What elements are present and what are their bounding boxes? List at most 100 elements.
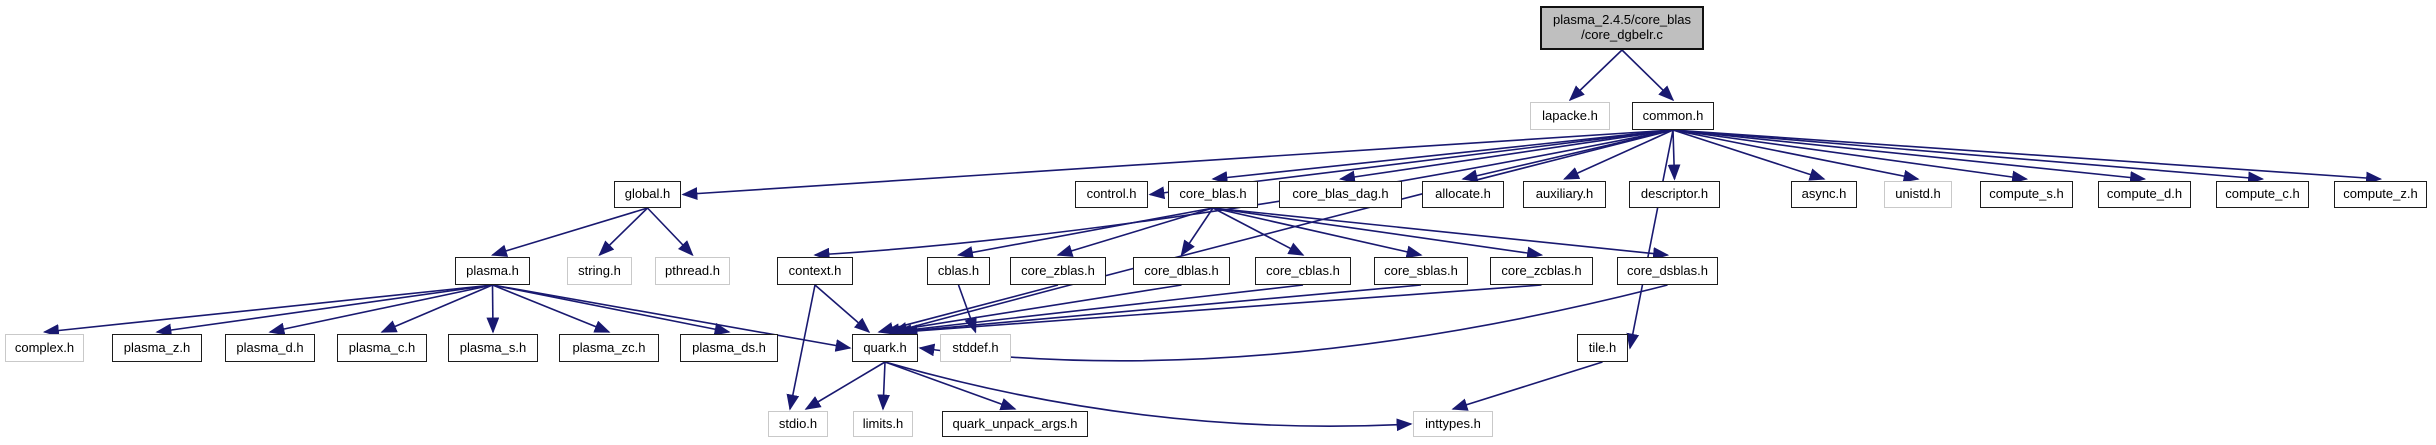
edge-core_blas-core_zcblas [1212,207,1544,260]
node-common[interactable]: common.h [1632,102,1714,130]
node-compute_d[interactable]: compute_d.h [2098,181,2191,208]
node-compute_z[interactable]: compute_z.h [2334,181,2427,208]
node-context[interactable]: context.h [777,257,853,285]
edge-common-compute_c [1672,129,2265,185]
edge-plasma-plasma_z [155,284,493,337]
node-label-compute_d: compute_d.h [2106,186,2183,202]
node-label-core_blas_dag: core_blas_dag.h [1292,186,1389,202]
node-auxiliary[interactable]: auxiliary.h [1523,181,1606,208]
node-label-control: control.h [1086,186,1137,202]
edge-common-quark [891,129,1674,335]
edge-core_dblas-quark [883,284,1182,337]
edge-global-string [598,207,649,257]
node-label-cblas: cblas.h [937,262,980,278]
edge-root-common [1621,49,1675,102]
edge-root-lapacke [1568,49,1623,102]
node-limits: limits.h [853,411,913,437]
node-compute_c[interactable]: compute_c.h [2216,181,2309,208]
node-stddef: stddef.h [940,334,1011,362]
node-label-plasma: plasma.h [466,262,519,278]
edges-group [42,49,2383,432]
edge-common-async [1672,129,1826,181]
node-label-lapacke: lapacke.h [1542,107,1598,123]
node-label-plasma_d: plasma_d.h [236,339,304,355]
edge-common-compute_z [1672,129,2383,185]
node-inttypes: inttypes.h [1413,411,1493,437]
node-label-unistd: unistd.h [1895,186,1941,202]
edge-quark-inttypes [884,361,1413,432]
node-label-stddef: stddef.h [952,339,999,355]
node-core_zcblas[interactable]: core_zcblas.h [1490,257,1593,285]
node-core_blas_dag[interactable]: core_blas_dag.h [1279,181,1402,208]
node-label-root: plasma_2.4.5/core_blas /core_dgbelr.c [1552,12,1692,42]
node-label-compute_c: compute_c.h [2225,186,2300,202]
edge-common-context [813,129,1674,261]
node-root: plasma_2.4.5/core_blas /core_dgbelr.c [1540,6,1704,50]
edge-core_zblas-quark [877,284,1059,335]
node-control[interactable]: control.h [1075,181,1148,208]
edge-common-auxiliary [1563,129,1674,180]
edge-core_blas-core_zblas [1056,207,1214,257]
node-label-quark: quark.h [863,339,907,355]
node-plasma_s[interactable]: plasma_s.h [448,334,538,362]
node-async[interactable]: async.h [1791,181,1857,208]
node-global[interactable]: global.h [614,181,681,208]
edge-plasma-plasma_c [380,284,493,333]
node-core_dblas[interactable]: core_dblas.h [1133,257,1230,285]
node-quark_unpack_args[interactable]: quark_unpack_args.h [942,411,1088,437]
node-label-plasma_s: plasma_s.h [459,339,527,355]
node-unistd: unistd.h [1884,181,1952,208]
node-core_blas[interactable]: core_blas.h [1168,181,1258,208]
node-string: string.h [567,257,632,285]
node-descriptor[interactable]: descriptor.h [1629,181,1720,208]
edge-common-compute_d [1672,129,2147,184]
node-core_zblas[interactable]: core_zblas.h [1010,257,1106,285]
edge-common-core_blas_dag [1338,129,1674,184]
node-plasma_ds[interactable]: plasma_ds.h [680,334,778,362]
node-lapacke: lapacke.h [1530,102,1610,130]
edge-plasma-plasma_zc [492,284,611,333]
node-plasma_zc[interactable]: plasma_zc.h [559,334,659,362]
node-label-inttypes: inttypes.h [1425,415,1481,431]
node-label-plasma_ds: plasma_ds.h [692,339,766,355]
node-plasma_z[interactable]: plasma_z.h [112,334,202,362]
node-core_dsblas[interactable]: core_dsblas.h [1617,257,1718,285]
node-label-core_sblas: core_sblas.h [1384,262,1458,278]
node-plasma_c[interactable]: plasma_c.h [337,334,427,362]
node-label-allocate: allocate.h [1435,186,1491,202]
edge-core_blas-core_dsblas [1212,207,1670,260]
node-label-complex: complex.h [14,339,75,355]
node-plasma_d[interactable]: plasma_d.h [225,334,315,362]
node-pthread: pthread.h [655,257,730,285]
node-core_sblas[interactable]: core_sblas.h [1374,257,1468,285]
node-allocate[interactable]: allocate.h [1422,181,1504,208]
node-quark[interactable]: quark.h [852,334,918,362]
edge-common-global [681,129,1674,200]
node-label-core_dblas: core_dblas.h [1144,262,1219,278]
edge-context-quark [814,284,871,334]
node-label-core_zcblas: core_zcblas.h [1501,262,1582,278]
edge-common-compute_s [1672,129,2029,184]
edge-tile-inttypes [1451,361,1603,411]
node-label-string: string.h [578,262,621,278]
edge-core_sblas-quark [895,284,1422,338]
edge-core_blas-cblas [956,207,1214,259]
node-tile[interactable]: tile.h [1577,334,1628,362]
node-label-async: async.h [1801,186,1847,202]
node-stdio: stdio.h [768,411,828,437]
node-label-compute_s: compute_s.h [1989,186,2064,202]
edge-plasma-quark [492,284,852,352]
node-label-global: global.h [624,186,671,202]
node-label-tile: tile.h [1588,339,1617,355]
edge-plasma-plasma_s [486,284,500,334]
edge-core_cblas-quark [889,284,1304,337]
node-cblas[interactable]: cblas.h [927,257,990,285]
node-plasma[interactable]: plasma.h [455,257,530,285]
node-label-compute_z: compute_z.h [2343,186,2418,202]
node-compute_s[interactable]: compute_s.h [1980,181,2073,208]
node-label-core_blas: core_blas.h [1179,186,1247,202]
node-core_cblas[interactable]: core_cblas.h [1255,257,1351,285]
node-label-plasma_z: plasma_z.h [123,339,191,355]
